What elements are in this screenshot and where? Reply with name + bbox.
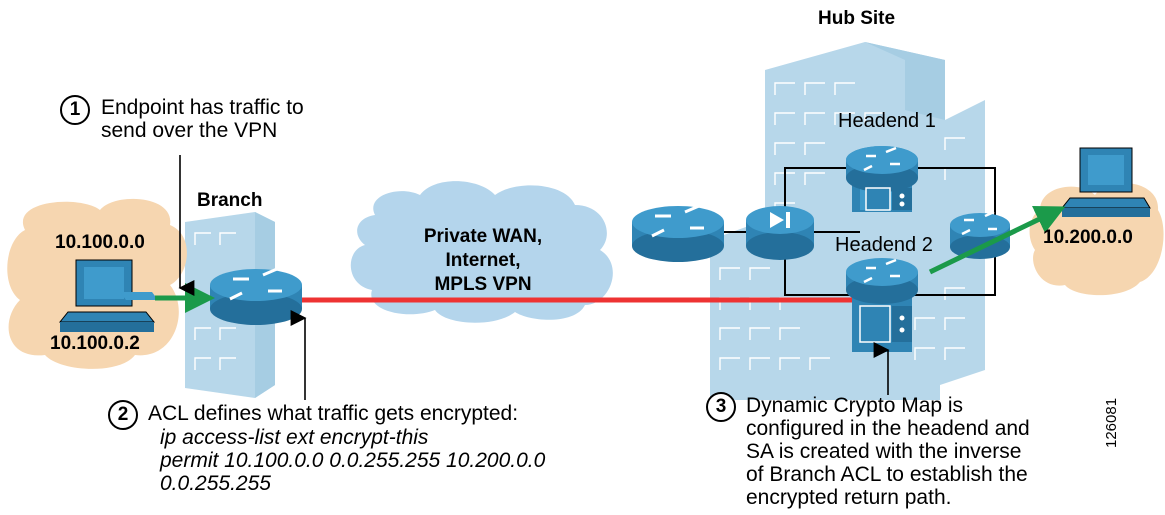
- wan-cloud: [350, 181, 613, 323]
- hub-site-label: Hub Site: [818, 8, 896, 29]
- headend2-router: [846, 258, 918, 352]
- branch-router: [210, 267, 302, 325]
- step3-text: Dynamic Crypto Map is configured in the …: [746, 394, 1030, 509]
- headend1-label: Headend 1: [838, 110, 936, 132]
- hub-building: [710, 42, 985, 400]
- hub-firewall: [746, 206, 814, 260]
- hub-pc: [1060, 147, 1151, 217]
- step3-number: 3: [706, 392, 736, 422]
- branch-network-label: 10.100.0.0: [55, 232, 145, 253]
- step2-text: ACL defines what traffic gets encrypted:: [148, 402, 519, 425]
- headend1-router: [846, 146, 918, 212]
- step2-number: 2: [108, 400, 138, 430]
- branch-label: Branch: [197, 190, 263, 211]
- hub-network-label: 10.200.0.0: [1043, 227, 1133, 248]
- step1-number: 1: [60, 95, 90, 125]
- headend2-label: Headend 2: [835, 234, 933, 256]
- step2-acl-code: ip access-list ext encrypt-this permit 1…: [160, 426, 546, 495]
- hub-traffic-arrow: [928, 206, 1066, 275]
- branch-host-label: 10.100.0.2: [50, 333, 140, 354]
- wan-cloud-label: Private WAN, Internet, MPLS VPN: [423, 226, 543, 295]
- branch-pc: [58, 259, 158, 332]
- step1-text: Endpoint has traffic to send over the VP…: [101, 96, 304, 142]
- figure-id: 126081: [1103, 397, 1120, 448]
- hub-edge-router: [632, 204, 724, 262]
